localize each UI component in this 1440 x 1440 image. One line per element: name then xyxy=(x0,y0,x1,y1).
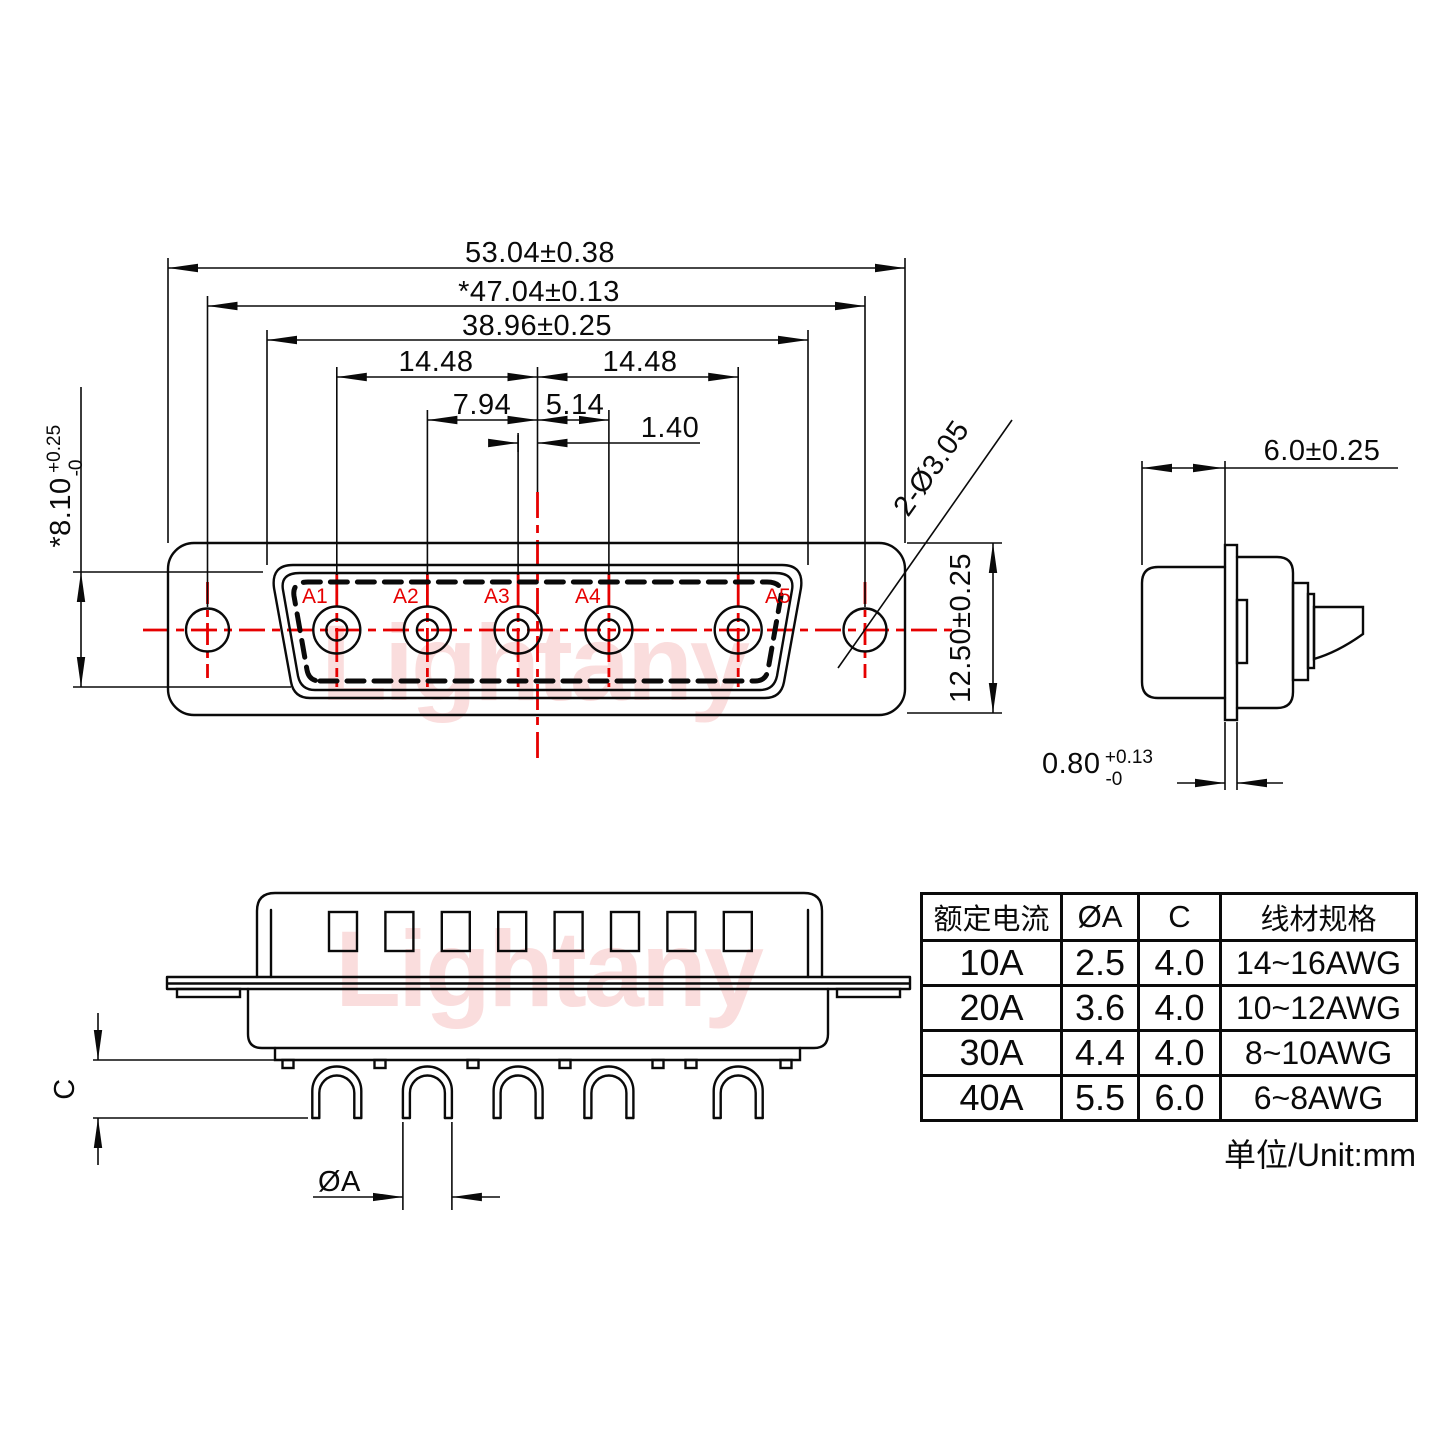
table-row: 10A 2.5 4.0 14~16AWG xyxy=(920,939,1418,987)
dim-center-to-a4: 5.14 xyxy=(546,389,604,421)
flange-plate xyxy=(165,975,912,991)
cell-dia: 4.4 xyxy=(1060,1029,1140,1077)
dim-shell-height-plus: +0.25 xyxy=(44,425,65,473)
unit-note: 单位/Unit:mm xyxy=(1223,1137,1416,1173)
solder-cup-a5 xyxy=(712,1065,764,1120)
flange-tab-right xyxy=(835,987,902,999)
table-row: 30A 4.4 4.0 8~10AWG xyxy=(920,1029,1418,1077)
side-shell-step xyxy=(1235,598,1249,665)
dim-hole-spacing: *47.04±0.13 xyxy=(458,276,620,308)
cell-current: 10A xyxy=(920,939,1063,987)
dim-a3-to-center: 1.40 xyxy=(641,412,699,444)
mount-hole-left xyxy=(184,607,231,653)
side-insulator-step xyxy=(1291,581,1310,682)
shell-profile xyxy=(255,891,824,979)
dim-shell-depth: 6.0±0.25 xyxy=(1264,435,1381,467)
header-rated-current: 额定电流 xyxy=(920,892,1063,942)
watermark-bottom: Lightany xyxy=(335,908,764,1029)
solder-cup-a2 xyxy=(401,1065,454,1120)
mount-hole-leader xyxy=(837,419,1013,669)
cell-c: 4.0 xyxy=(1137,984,1222,1032)
table-row: 20A 3.6 4.0 10~12AWG xyxy=(920,984,1418,1032)
header-c: C xyxy=(1137,892,1222,942)
centerlines xyxy=(143,492,955,763)
cell-dia: 5.5 xyxy=(1060,1074,1140,1122)
cell-c: 4.0 xyxy=(1137,1029,1222,1077)
solder-cup-a4 xyxy=(583,1065,635,1120)
dim-pitch-right: 14.48 xyxy=(602,346,677,378)
solder-cup-a3 xyxy=(492,1065,544,1120)
cell-c: 4.0 xyxy=(1137,939,1222,987)
insulator-base-plate xyxy=(273,1046,802,1062)
dim-overall-width: 53.04±0.38 xyxy=(465,237,615,269)
side-shell-body xyxy=(1235,555,1295,710)
pin-label-a4: A4 xyxy=(575,585,601,608)
pin-labels: A1 A2 A3 A4 A5 xyxy=(302,585,791,608)
spec-table-header-row: 额定电流 ØA C 线材规格 xyxy=(920,892,1418,942)
side-view xyxy=(1140,543,1365,722)
pin-label-a3: A3 xyxy=(484,585,510,608)
cell-current: 20A xyxy=(920,984,1063,1032)
dim-a2-to-center: 7.94 xyxy=(453,389,511,421)
side-contact-pin xyxy=(1312,605,1365,661)
cell-wire: 6~8AWG xyxy=(1219,1074,1418,1122)
d-shell-dashed-contour xyxy=(291,579,784,684)
bottom-view xyxy=(165,891,912,1120)
solder-cups xyxy=(311,1065,764,1120)
table-row: 40A 5.5 6.0 6~8AWG xyxy=(920,1074,1418,1122)
cell-c: 6.0 xyxy=(1137,1074,1222,1122)
watermark-group: Lightany Lightany xyxy=(321,602,767,1029)
watermark-front: Lightany xyxy=(321,602,750,723)
flange-tab-left xyxy=(175,987,242,999)
side-rear-body xyxy=(1140,565,1227,700)
dim-shell-height-minus: -0 xyxy=(66,459,87,476)
dim-mounting-holes: 2-Ø3.05 xyxy=(888,415,976,522)
solder-cup-a1 xyxy=(311,1065,363,1120)
pin-label-a1: A1 xyxy=(302,585,328,608)
dim-flange-thickness-main: 0.80 xyxy=(1042,748,1100,780)
header-wire-spec: 线材规格 xyxy=(1219,892,1418,942)
dim-flange-height: 12.50±0.25 xyxy=(945,553,977,703)
dim-flange-thickness: 0.80 +0.13 -0 xyxy=(1042,747,1157,790)
mount-hole-right xyxy=(842,607,888,653)
dim-shell-height-main: *8.10 xyxy=(45,477,77,547)
front-view xyxy=(166,541,907,717)
header-dia-a: ØA xyxy=(1060,892,1140,942)
cell-dia: 3.6 xyxy=(1060,984,1140,1032)
cell-current: 40A xyxy=(920,1074,1063,1122)
cell-current: 30A xyxy=(920,1029,1063,1077)
spec-table: 额定电流 ØA C 线材规格 10A 2.5 4.0 14~16AWG 20A … xyxy=(920,892,1418,1122)
side-flange xyxy=(1223,543,1239,722)
dimension-lines xyxy=(76,263,1398,1202)
insulator-body xyxy=(246,987,830,1050)
dim-shell-width: 38.96±0.25 xyxy=(462,310,612,342)
dim-shell-height: *8.10 +0.25 -0 xyxy=(44,420,87,547)
dim-flange-thickness-minus: -0 xyxy=(1105,769,1122,790)
d-shell-inner xyxy=(281,571,794,692)
d-shell-outer xyxy=(272,563,803,700)
pin-label-a2: A2 xyxy=(393,585,419,608)
dim-flange-thickness-plus: +0.13 xyxy=(1105,747,1153,768)
cell-wire: 8~10AWG xyxy=(1219,1029,1418,1077)
dim-pin-diameter: ØA xyxy=(318,1166,361,1198)
cell-dia: 2.5 xyxy=(1060,939,1140,987)
pin-label-a5: A5 xyxy=(765,585,791,608)
dim-pitch-left: 14.48 xyxy=(398,346,473,378)
cell-wire: 10~12AWG xyxy=(1219,984,1418,1032)
dim-cup-depth: C xyxy=(49,1078,81,1099)
flange-outline xyxy=(166,541,907,717)
cell-wire: 14~16AWG xyxy=(1219,939,1418,987)
